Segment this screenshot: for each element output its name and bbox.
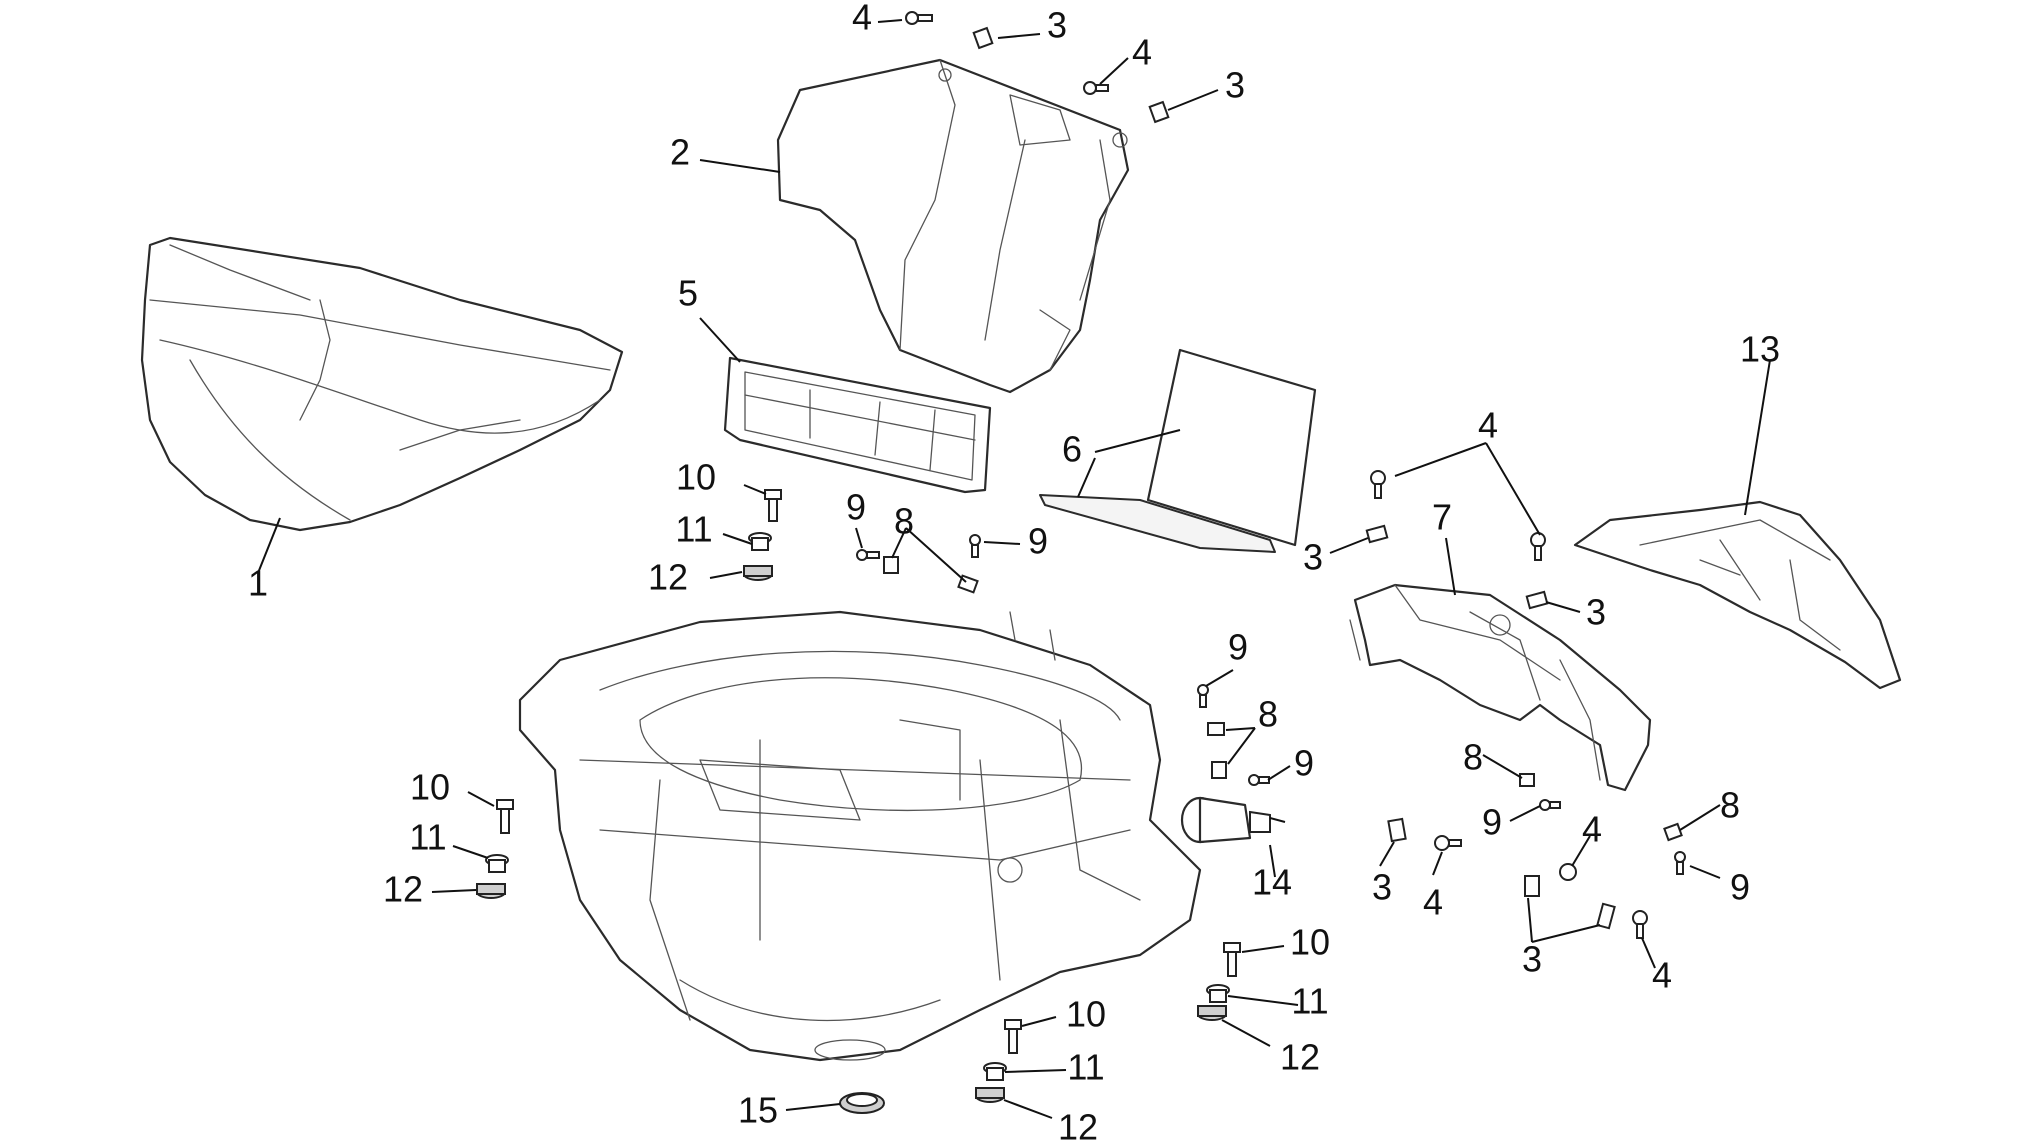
part-2-upper-cover bbox=[776, 58, 1130, 394]
callout-4: 4 bbox=[1478, 405, 1498, 446]
screw-4-low3 bbox=[1632, 910, 1648, 939]
callout-11: 11 bbox=[409, 817, 446, 858]
callout-14: 14 bbox=[1252, 862, 1292, 903]
screw-4-right bbox=[1370, 470, 1386, 499]
screw-4-low2 bbox=[1559, 863, 1577, 881]
callout-12: 12 bbox=[648, 557, 688, 598]
screw-9-c bbox=[1197, 684, 1209, 708]
callout-9: 9 bbox=[846, 487, 866, 528]
washer-11-d bbox=[983, 1062, 1007, 1081]
clip-8-a bbox=[883, 556, 899, 574]
callout-3: 3 bbox=[1047, 5, 1067, 46]
screw-9-b bbox=[969, 534, 981, 558]
callout-8: 8 bbox=[1463, 737, 1483, 778]
screw-4-top bbox=[905, 11, 933, 25]
callout-10: 10 bbox=[1290, 922, 1330, 963]
hardware-group bbox=[476, 11, 1686, 1103]
callout-9: 9 bbox=[1482, 802, 1502, 843]
clip-3-e bbox=[1387, 817, 1407, 843]
clip-8-d bbox=[1211, 761, 1227, 779]
part-13-rear-cover bbox=[1573, 500, 1902, 690]
callout-9: 9 bbox=[1228, 627, 1248, 668]
bolt-10-c bbox=[1223, 942, 1241, 977]
callout-4: 4 bbox=[1132, 32, 1152, 73]
callout-7: 7 bbox=[1432, 497, 1452, 538]
callout-8: 8 bbox=[1720, 785, 1740, 826]
screw-9-f bbox=[1674, 851, 1686, 875]
callout-3: 3 bbox=[1522, 939, 1542, 980]
screw-4-mid bbox=[1083, 81, 1109, 95]
callout-10: 10 bbox=[1066, 994, 1106, 1035]
callout-4: 4 bbox=[1582, 809, 1602, 850]
callout-labels: 1 2 3 3 3 3 3 3 4 4 4 4 4 4 5 6 7 8 8 8 … bbox=[248, 0, 1780, 1141]
screw-4-low1 bbox=[1434, 835, 1462, 851]
part-5-grille bbox=[723, 356, 992, 494]
clip-8-f bbox=[1663, 822, 1683, 842]
screw-9-d bbox=[1248, 774, 1270, 786]
callout-9: 9 bbox=[1294, 743, 1314, 784]
washer-11-b bbox=[485, 854, 509, 873]
washer-11-c bbox=[1206, 984, 1230, 1003]
callout-10: 10 bbox=[676, 457, 716, 498]
washer-11-a bbox=[748, 532, 772, 551]
callout-8: 8 bbox=[894, 501, 914, 542]
callout-13: 13 bbox=[1740, 329, 1780, 370]
callout-15: 15 bbox=[738, 1090, 778, 1131]
callout-12: 12 bbox=[383, 869, 423, 910]
callout-3: 3 bbox=[1372, 867, 1392, 908]
callout-12: 12 bbox=[1058, 1107, 1098, 1141]
callout-9: 9 bbox=[1730, 867, 1750, 908]
bolt-10-b bbox=[496, 799, 514, 834]
clip-3-d bbox=[1525, 590, 1549, 610]
callout-3: 3 bbox=[1225, 65, 1245, 106]
bolt-10-d bbox=[1004, 1019, 1022, 1054]
callout-6: 6 bbox=[1062, 429, 1082, 470]
clip-3-a bbox=[972, 26, 994, 50]
bolt-10-a bbox=[764, 489, 782, 522]
part-15-grommet bbox=[839, 1092, 885, 1114]
callout-4: 4 bbox=[1423, 882, 1443, 923]
leader-lines bbox=[257, 19, 1771, 1119]
bushing-12-c bbox=[1197, 1005, 1227, 1021]
callout-1: 1 bbox=[248, 563, 268, 604]
clip-8-c bbox=[1207, 722, 1225, 736]
screw-9-e bbox=[1539, 799, 1561, 811]
callout-11: 11 bbox=[675, 509, 712, 550]
part-14-connector bbox=[1180, 796, 1286, 844]
callout-8: 8 bbox=[1258, 694, 1278, 735]
clip-8-e bbox=[1519, 773, 1535, 787]
callout-11: 11 bbox=[1291, 981, 1328, 1022]
clip-3-c bbox=[1365, 524, 1389, 544]
part-6-plate bbox=[1039, 348, 1317, 553]
bushing-12-d bbox=[975, 1087, 1005, 1103]
part-1-front-cover bbox=[140, 236, 624, 532]
callout-4: 4 bbox=[1652, 955, 1672, 996]
callout-2: 2 bbox=[670, 132, 690, 173]
clip-3-g bbox=[1596, 902, 1616, 930]
main-storage-frame bbox=[518, 610, 1202, 1062]
callout-10: 10 bbox=[410, 767, 450, 808]
part-7-rear-bracket bbox=[1349, 583, 1652, 792]
bushing-12-b bbox=[476, 883, 506, 899]
callout-12: 12 bbox=[1280, 1037, 1320, 1078]
callout-3: 3 bbox=[1303, 537, 1323, 578]
callout-5: 5 bbox=[678, 273, 698, 314]
clip-3-f bbox=[1524, 875, 1540, 897]
callout-4: 4 bbox=[852, 0, 872, 38]
screw-4-right2 bbox=[1530, 532, 1546, 561]
callout-11: 11 bbox=[1067, 1047, 1104, 1088]
callout-9: 9 bbox=[1028, 521, 1048, 562]
bushing-12-a bbox=[743, 565, 773, 581]
callout-3: 3 bbox=[1586, 592, 1606, 633]
clip-3-b bbox=[1148, 100, 1170, 124]
screw-9-a bbox=[856, 549, 880, 561]
